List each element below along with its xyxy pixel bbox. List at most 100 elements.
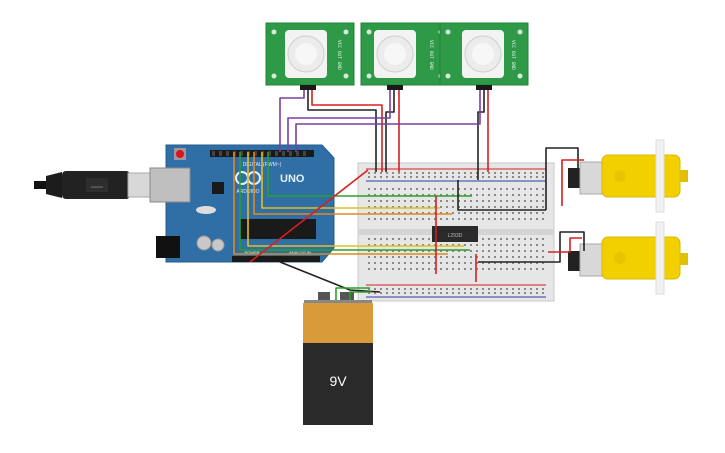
- breadboard-hole: [392, 172, 394, 174]
- breadboard-hole: [386, 218, 388, 220]
- breadboard-hole: [524, 172, 526, 174]
- breadboard-hole: [476, 244, 478, 246]
- pir-sensor-3: VCC OUT GND: [439, 22, 529, 90]
- breadboard-hole: [524, 238, 526, 240]
- breadboard-hole: [482, 238, 484, 240]
- breadboard-hole: [428, 188, 430, 190]
- breadboard-hole: [404, 200, 406, 202]
- breadboard-hole: [452, 268, 454, 270]
- breadboard-hole: [446, 268, 448, 270]
- breadboard-hole: [500, 188, 502, 190]
- breadboard-hole: [482, 268, 484, 270]
- breadboard-hole: [530, 206, 532, 208]
- breadboard-hole: [476, 292, 478, 294]
- breadboard-hole: [512, 206, 514, 208]
- breadboard-hole: [428, 268, 430, 270]
- breadboard-hole: [494, 238, 496, 240]
- breadboard-hole: [506, 268, 508, 270]
- breadboard-hole: [398, 292, 400, 294]
- breadboard-hole: [524, 268, 526, 270]
- breadboard-hole: [416, 262, 418, 264]
- breadboard-hole: [374, 292, 376, 294]
- breadboard-hole: [368, 238, 370, 240]
- breadboard-hole: [518, 200, 520, 202]
- arduino-power-label: POWER: [244, 250, 259, 255]
- breadboard-hole: [500, 268, 502, 270]
- breadboard-hole: [416, 268, 418, 270]
- breadboard-hole: [386, 288, 388, 290]
- breadboard-hole: [428, 218, 430, 220]
- gear-motor-1: [568, 139, 688, 213]
- breadboard-hole: [440, 206, 442, 208]
- breadboard-hole: [440, 218, 442, 220]
- pir-1-pin-labels: VCC OUT GND: [336, 40, 342, 70]
- breadboard-hole: [506, 194, 508, 196]
- breadboard-hole: [386, 212, 388, 214]
- breadboard-hole: [440, 288, 442, 290]
- breadboard-hole: [470, 268, 472, 270]
- breadboard-hole: [434, 206, 436, 208]
- breadboard-hole: [464, 188, 466, 190]
- breadboard-hole: [458, 206, 460, 208]
- breadboard-hole: [440, 262, 442, 264]
- pir-sensor-1: VCC OUT GND: [265, 22, 355, 90]
- breadboard-hole: [374, 206, 376, 208]
- breadboard-hole: [488, 194, 490, 196]
- breadboard: L293D: [357, 162, 555, 302]
- breadboard-hole: [488, 188, 490, 190]
- breadboard-hole: [452, 206, 454, 208]
- breadboard-hole: [422, 176, 424, 178]
- breadboard-hole: [476, 206, 478, 208]
- breadboard-hole: [410, 194, 412, 196]
- breadboard-hole: [428, 262, 430, 264]
- breadboard-hole: [410, 176, 412, 178]
- breadboard-hole: [488, 288, 490, 290]
- breadboard-hole: [422, 250, 424, 252]
- breadboard-hole: [368, 268, 370, 270]
- breadboard-hole: [428, 238, 430, 240]
- breadboard-hole: [380, 218, 382, 220]
- breadboard-hole: [446, 244, 448, 246]
- breadboard-hole: [410, 172, 412, 174]
- breadboard-hole: [410, 200, 412, 202]
- breadboard-hole: [488, 212, 490, 214]
- breadboard-hole: [470, 256, 472, 258]
- breadboard-hole: [374, 200, 376, 202]
- breadboard-hole: [416, 200, 418, 202]
- breadboard-hole: [392, 218, 394, 220]
- breadboard-hole: [374, 172, 376, 174]
- breadboard-hole: [512, 262, 514, 264]
- breadboard-hole: [452, 288, 454, 290]
- breadboard-hole: [500, 238, 502, 240]
- breadboard-hole: [434, 268, 436, 270]
- breadboard-hole: [452, 218, 454, 220]
- breadboard-hole: [506, 288, 508, 290]
- breadboard-hole: [446, 188, 448, 190]
- breadboard-hole: [458, 176, 460, 178]
- breadboard-hole: [392, 250, 394, 252]
- breadboard-hole: [440, 172, 442, 174]
- breadboard-hole: [446, 194, 448, 196]
- breadboard-hole: [398, 206, 400, 208]
- breadboard-hole: [404, 268, 406, 270]
- breadboard-hole: [392, 244, 394, 246]
- breadboard-hole: [410, 256, 412, 258]
- breadboard-hole: [482, 292, 484, 294]
- breadboard-hole: [410, 250, 412, 252]
- breadboard-hole: [518, 206, 520, 208]
- breadboard-hole: [506, 188, 508, 190]
- arduino-uno-board: DIGITAL (PWM~) ARDUINO UNO POWER ANALOG …: [149, 144, 335, 263]
- breadboard-hole: [464, 262, 466, 264]
- breadboard-hole: [470, 200, 472, 202]
- breadboard-hole: [392, 262, 394, 264]
- breadboard-hole: [476, 268, 478, 270]
- breadboard-hole: [386, 292, 388, 294]
- breadboard-hole: [506, 172, 508, 174]
- breadboard-hole: [446, 218, 448, 220]
- breadboard-hole: [392, 238, 394, 240]
- breadboard-hole: [500, 200, 502, 202]
- breadboard-hole: [482, 206, 484, 208]
- breadboard-hole: [452, 194, 454, 196]
- breadboard-hole: [446, 172, 448, 174]
